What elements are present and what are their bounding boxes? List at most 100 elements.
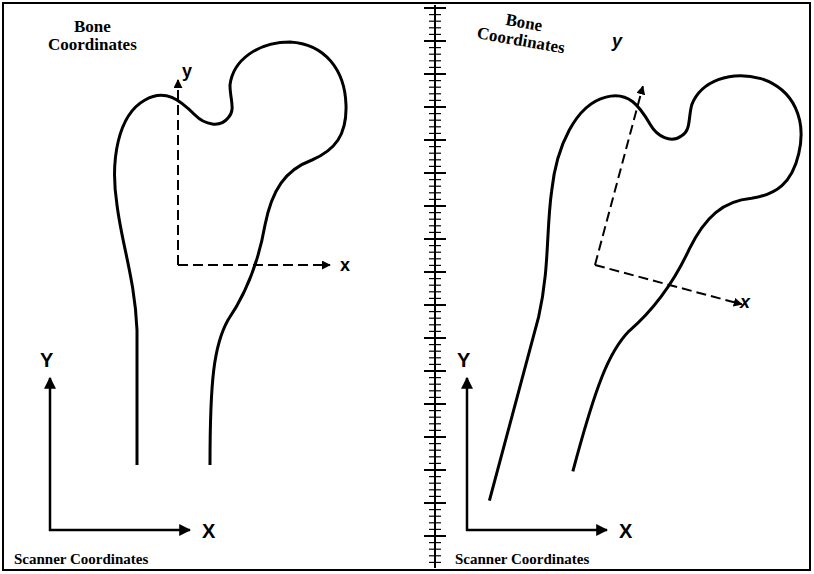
ruler-tick	[429, 390, 441, 391]
ruler-tick	[429, 522, 441, 523]
ruler-tick	[429, 562, 441, 563]
ruler-tick	[429, 133, 441, 134]
bone-x-axis	[595, 265, 742, 304]
ruler-tick	[429, 364, 441, 365]
ruler-tick	[429, 417, 441, 418]
ruler-tick	[429, 225, 441, 226]
ruler-tick	[429, 423, 441, 424]
scanner-y-axis	[49, 378, 52, 531]
ruler-tick	[429, 113, 441, 114]
ruler-tick	[429, 265, 441, 266]
ruler-tick	[424, 238, 446, 240]
ruler-tick	[429, 120, 441, 121]
ruler-tick	[429, 192, 441, 193]
ruler-tick	[429, 311, 441, 312]
ruler-tick	[424, 337, 446, 339]
ruler-tick	[429, 496, 441, 497]
ruler-tick	[429, 285, 441, 286]
scanner-x-axis	[466, 529, 607, 532]
ruler-tick	[424, 73, 446, 75]
ruler-tick	[424, 469, 446, 471]
ruler-tick	[429, 298, 441, 299]
ruler-tick	[429, 258, 441, 259]
frame-label: Scanner Coordinates	[455, 551, 589, 567]
ruler-tick	[429, 54, 441, 55]
axis-label: X	[202, 521, 215, 541]
ruler-tick	[429, 384, 441, 385]
ruler-tick	[429, 430, 441, 431]
ruler-tick	[429, 212, 441, 213]
ruler-tick	[424, 40, 446, 42]
ruler-tick	[429, 397, 441, 398]
ruler-tick	[429, 377, 441, 378]
ruler-tick	[429, 357, 441, 358]
axis-label: X	[619, 521, 632, 541]
right-femur	[468, 33, 814, 555]
ruler-tick	[429, 67, 441, 68]
ruler-tick	[429, 93, 441, 94]
bone-y-axis	[595, 86, 643, 265]
ruler-tick	[429, 529, 441, 530]
frame	[3, 3, 810, 570]
ruler-tick	[429, 542, 441, 543]
ruler-tick	[424, 436, 446, 438]
ruler-tick	[429, 509, 441, 510]
ruler-tick	[429, 232, 441, 233]
left-femur	[49, 42, 346, 531]
ruler-tick	[424, 7, 446, 9]
ruler-tick	[429, 186, 441, 187]
axis-label: x	[340, 256, 350, 274]
ruler-tick	[429, 351, 441, 352]
ruler-tick	[429, 14, 441, 15]
ruler-tick	[429, 549, 441, 550]
ruler-tick	[429, 27, 441, 28]
ruler-tick	[429, 126, 441, 127]
bone-y-axis	[177, 80, 179, 265]
ruler-tick	[424, 403, 446, 405]
ruler-tick	[429, 278, 441, 279]
ruler-tick	[429, 476, 441, 477]
ruler-tick	[424, 370, 446, 372]
ruler-tick	[424, 139, 446, 141]
ruler-tick	[429, 443, 441, 444]
femur-outline	[468, 33, 814, 555]
ruler-tick	[429, 179, 441, 180]
axis-label: Y	[40, 350, 53, 370]
ruler-tick	[424, 205, 446, 207]
ruler-tick	[424, 172, 446, 174]
frame-label: Bone Coordinates	[476, 7, 570, 58]
axis-label: x	[740, 293, 750, 311]
ruler-tick	[424, 106, 446, 108]
ruler-tick	[429, 318, 441, 319]
ruler-tick	[429, 331, 441, 332]
ruler-tick	[429, 146, 441, 147]
femur-outline	[115, 42, 346, 465]
ruler-tick	[429, 219, 441, 220]
ruler-tick	[429, 252, 441, 253]
ruler-tick	[429, 87, 441, 88]
ruler-tick	[424, 271, 446, 273]
bone-x-axis	[178, 264, 330, 266]
ruler-tick	[429, 60, 441, 61]
ruler-tick	[429, 463, 441, 464]
frame-label: Scanner Coordinates	[14, 551, 148, 567]
ruler-tick	[429, 34, 441, 35]
ruler-tick	[429, 153, 441, 154]
ruler-tick	[429, 410, 441, 411]
ruler-tick	[429, 80, 441, 81]
ruler-tick	[429, 291, 441, 292]
ruler-tick	[429, 344, 441, 345]
ruler-tick	[429, 100, 441, 101]
axis-label: y	[612, 32, 622, 50]
axis-label: Y	[457, 350, 470, 370]
ruler-tick	[429, 483, 441, 484]
ruler-tick	[429, 47, 441, 48]
ruler-tick	[429, 324, 441, 325]
axis-label: y	[182, 62, 192, 80]
frame-label: Bone Coordinates	[48, 18, 137, 54]
ruler-tick	[424, 304, 446, 306]
ruler-tick	[429, 159, 441, 160]
scanner-y-axis	[466, 378, 469, 531]
